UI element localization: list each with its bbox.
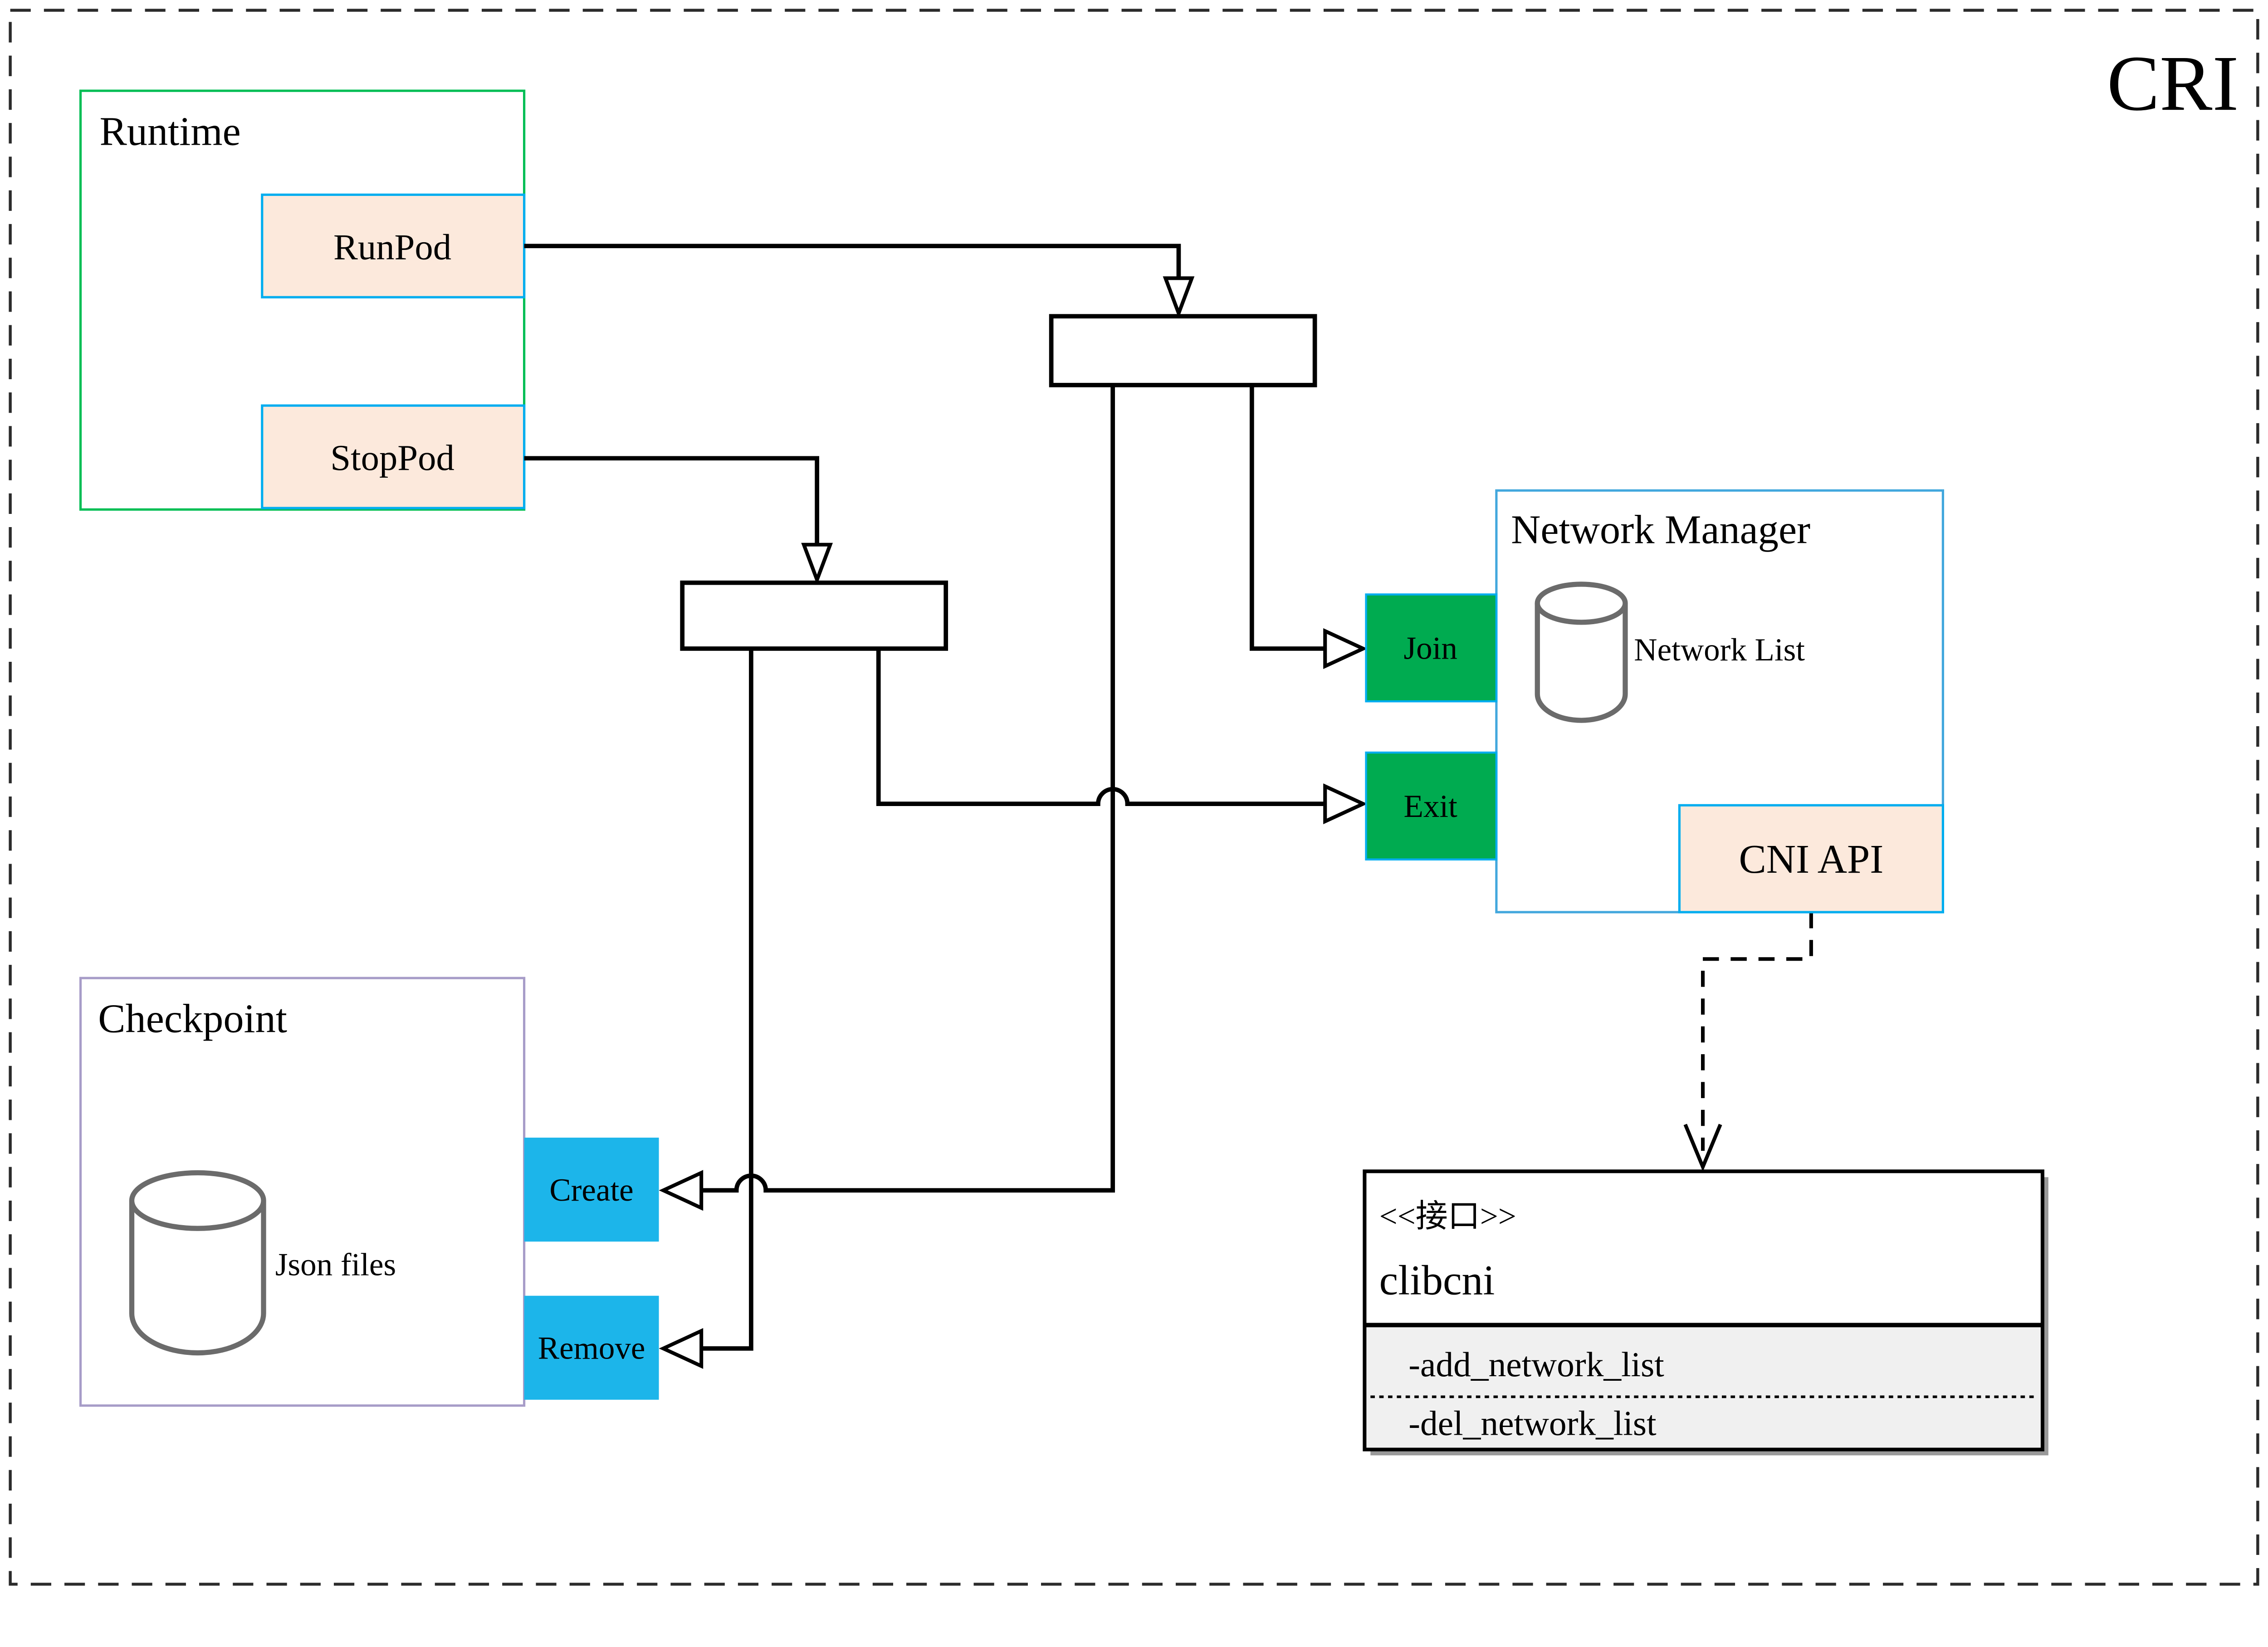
json-files-database-icon [129,1170,266,1356]
cri-architecture-diagram: CRI Runtime RunPod StopPod Network Manag… [9,9,2259,1586]
stoppod-node [261,404,526,509]
arrowhead-exit [1323,783,1368,825]
connector-stoppod-to-process [524,456,820,546]
network-list-database-icon [1535,582,1628,723]
connector-process-to-create [701,385,1115,1193]
join-node [1365,593,1498,703]
page-dashed-border [9,9,2259,1586]
join-label: Join [1403,631,1457,666]
arrowhead-join [1323,628,1368,669]
clibcni-stereotype: <<接口>> [1379,1199,1516,1234]
connector-process-to-exit [876,648,1325,806]
connector-cniapi-to-clibcni [1701,912,1813,1151]
remove-label: Remove [538,1330,645,1366]
stoppod-label: StopPod [330,438,455,478]
remove-node [524,1295,659,1400]
clibcni-interface-group: <<接口>> clibcni -add_network_list -del_ne… [1363,1169,2048,1456]
arrowhead-stoppod-process [801,542,833,585]
network-list-label: Network List [1634,632,1805,668]
connector-runpod-to-process [524,244,1181,280]
process-rect-stoppod [680,580,948,651]
connector-process-to-remove [701,648,753,1351]
cni-api-label: CNI API [1739,836,1883,882]
connector-process-to-join [1250,385,1325,651]
runpod-node [261,193,526,298]
clibcni-name: clibcni [1379,1257,1495,1304]
network-manager-label: Network Manager [1511,507,1810,552]
process-rect-runpod [1049,314,1317,387]
exit-label: Exit [1403,789,1457,824]
network-manager-group: Network Manager Network List Join Exit C… [1365,489,1944,914]
clibcni-method-add: -add_network_list [1408,1345,1664,1384]
clibcni-method-del: -del_network_list [1408,1403,1657,1442]
cni-api-node [1678,804,1944,914]
checkpoint-group: Checkpoint Json files Create Remove [79,977,659,1407]
arrowhead-runpod-process [1163,276,1195,319]
exit-node [1365,751,1498,861]
arrowhead-clibcni [1683,1124,1722,1172]
create-node [524,1138,659,1242]
runtime-group: Runtime RunPod StopPod [79,89,526,511]
arrowhead-remove [659,1328,704,1369]
runpod-label: RunPod [333,227,451,267]
checkpoint-label: Checkpoint [98,996,287,1041]
runtime-label: Runtime [100,108,241,154]
diagram-title: CRI [2107,39,2239,127]
json-files-label: Json files [275,1247,396,1282]
create-label: Create [549,1173,633,1208]
clibcni-methods-section [1367,1325,2041,1447]
arrowhead-create [659,1170,704,1211]
